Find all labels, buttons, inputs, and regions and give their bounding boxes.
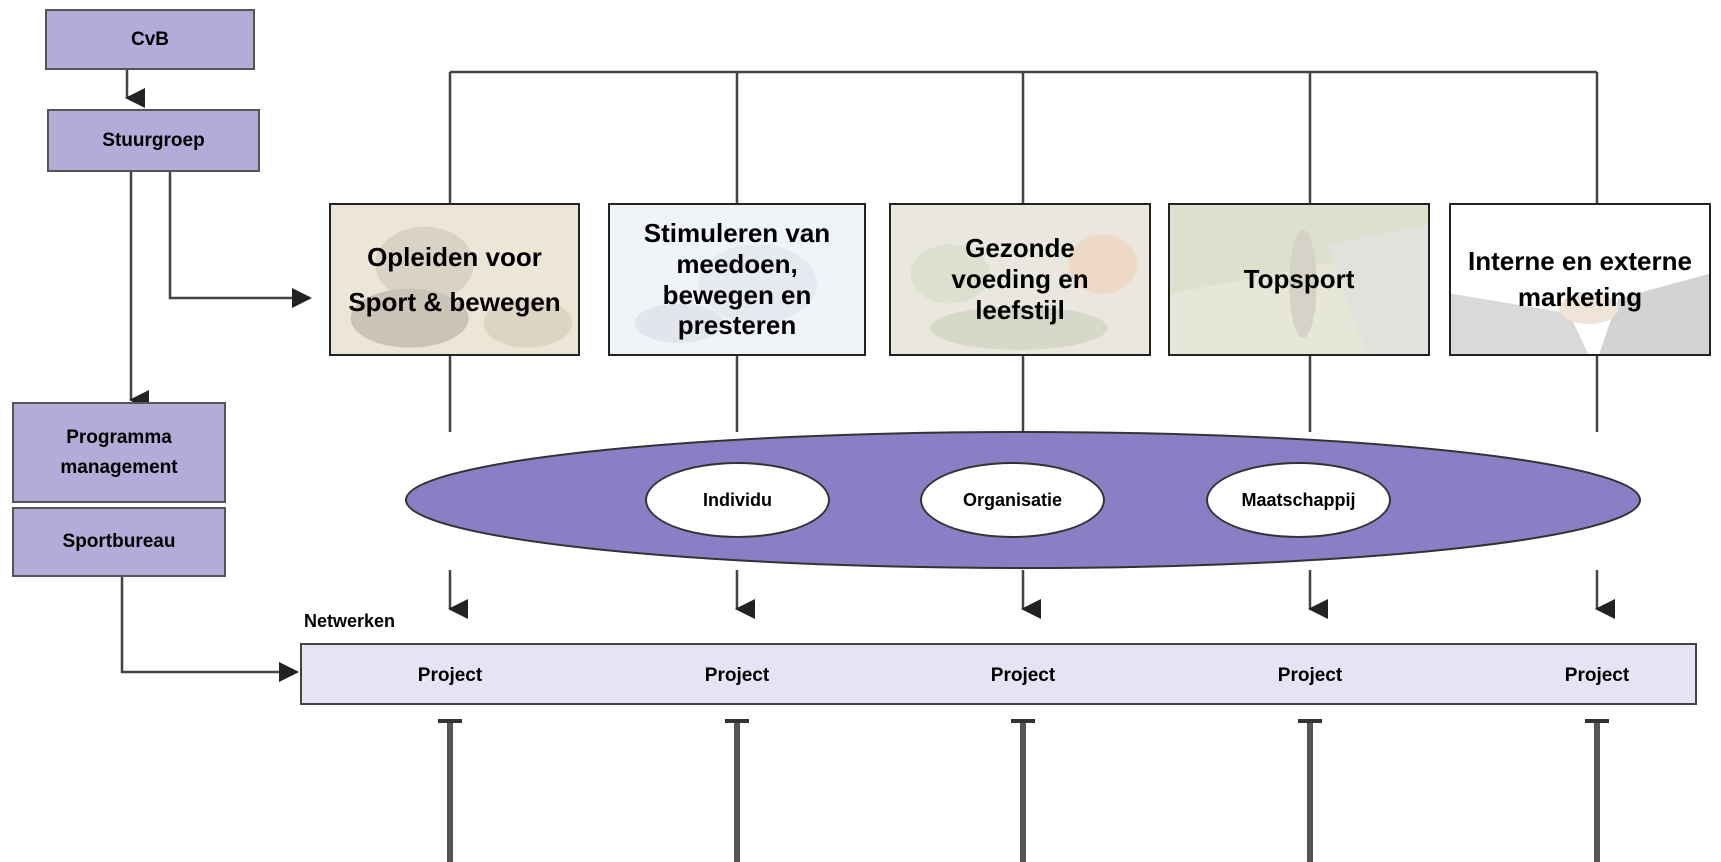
cvb-label: CvB xyxy=(130,28,169,50)
theme-line: leefstijl xyxy=(975,294,1065,325)
project-bar xyxy=(300,643,1697,705)
level-label: Maatschappij xyxy=(1241,489,1356,510)
theme-title-opleiden: Opleiden voor Sport & bewegen xyxy=(344,235,564,323)
level-label: Individu xyxy=(703,489,772,510)
programma-management-box: Programma management xyxy=(12,402,226,503)
level-individu: Individu xyxy=(645,462,830,538)
programma-label-line1: Programma xyxy=(66,427,172,449)
vegetables-image xyxy=(891,205,1149,354)
football-player-image xyxy=(331,205,578,354)
project-label: Project xyxy=(704,665,770,686)
theme-card-opleiden: Opleiden voor Sport & bewegen xyxy=(329,203,580,356)
theme-line: Stimuleren van xyxy=(643,218,831,249)
theme-title-stimuleren: Stimuleren van meedoen, bewegen en prest… xyxy=(640,218,834,341)
theme-card-topsport: Topsport xyxy=(1168,203,1430,356)
theme-line: bewegen en xyxy=(662,279,812,310)
theme-card-stimuleren: Stimuleren van meedoen, bewegen en prest… xyxy=(608,203,866,356)
theme-line: Gezonde xyxy=(965,233,1075,264)
cvb-box: CvB xyxy=(45,9,255,70)
theme-title-marketing: Interne en externe marketing xyxy=(1464,244,1696,314)
jumping-athlete-image xyxy=(610,205,864,354)
level-organisatie: Organisatie xyxy=(920,462,1105,538)
theme-line: Sport & bewegen xyxy=(348,286,561,317)
theme-card-marketing: Interne en externe marketing xyxy=(1449,203,1711,356)
project-label: Project xyxy=(417,665,483,686)
theme-line: Topsport xyxy=(1243,264,1355,295)
netwerken-label: Netwerken xyxy=(304,611,396,631)
theme-line: presteren xyxy=(677,310,797,341)
stuurgroep-label: Stuurgroep xyxy=(102,129,205,151)
theme-line: Interne en externe xyxy=(1468,246,1692,277)
sportbureau-box: Sportbureau xyxy=(12,507,226,577)
runner-image xyxy=(1170,205,1428,354)
theme-line: marketing xyxy=(1517,281,1643,312)
theme-card-gezonde: Gezonde voeding en leefstijl xyxy=(889,203,1151,356)
level-maatschappij: Maatschappij xyxy=(1206,462,1391,538)
theme-title-topsport: Topsport xyxy=(1240,264,1359,295)
theme-line: Opleiden voor xyxy=(367,242,542,273)
project-label: Project xyxy=(1564,665,1630,686)
theme-title-gezonde: Gezonde voeding en leefstijl xyxy=(947,233,1092,325)
project-label: Project xyxy=(1277,665,1343,686)
stuurgroep-box: Stuurgroep xyxy=(47,109,260,172)
theme-line: voeding en xyxy=(951,264,1089,295)
theme-line: meedoen, xyxy=(676,248,798,279)
sportbureau-label: Sportbureau xyxy=(62,531,176,553)
level-label: Organisatie xyxy=(962,489,1063,510)
project-label: Project xyxy=(990,665,1056,686)
programma-label-line2: management xyxy=(60,456,178,478)
handshake-image xyxy=(1451,205,1709,354)
